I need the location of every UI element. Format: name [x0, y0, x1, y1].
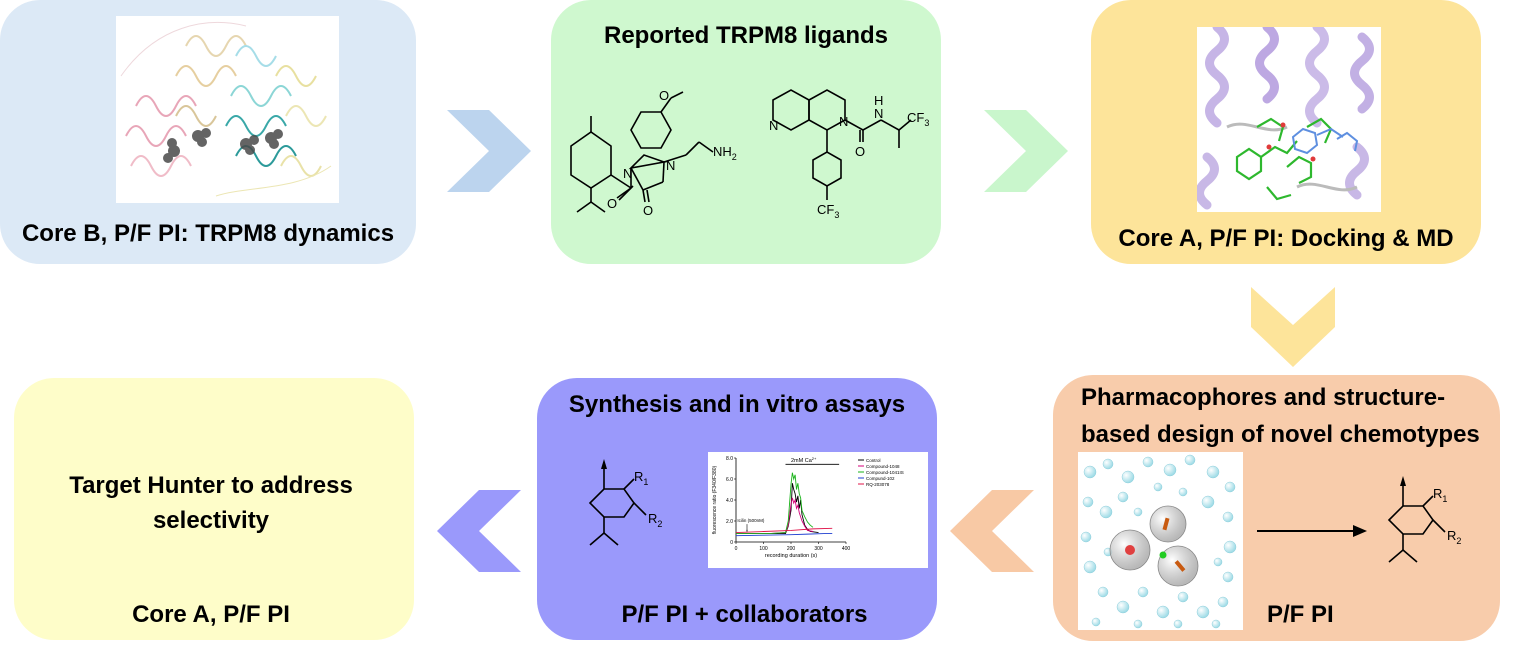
atom-h: H [874, 93, 883, 108]
reaction-arrow-icon [1257, 525, 1367, 537]
pharmacophore-model-image [1078, 452, 1243, 630]
chart-y-tick-label: 0 [730, 540, 733, 546]
chart-y-tick-label: 8.0 [726, 456, 733, 462]
step-box-ligands: Reported TRPM8 ligands [551, 0, 941, 264]
synthesis-footer: P/F PI + collaborators [621, 601, 868, 628]
chart-series-line [736, 483, 819, 535]
atom-o-amide: O [855, 144, 865, 159]
chart-x-axis-label: recording duration (s) [765, 553, 817, 559]
chart-series-line [735, 533, 833, 537]
docking-label: Core A, P/F PI: Docking & MD [1118, 225, 1454, 252]
arrow-down-icon [1251, 287, 1335, 367]
atom-n-ring: N [666, 158, 675, 173]
chart-y-tick-label: 2.0 [726, 519, 733, 525]
chart-icilin-annotation: Icilin (500nM) [737, 518, 765, 523]
pharmacophores-title-line2: based design of novel chemotypes [1081, 421, 1480, 448]
step-box-docking: Core A, P/F PI: Docking & MD [1091, 0, 1481, 264]
pharmacophores-title-line1: Pharmacophores and structure- [1081, 384, 1446, 411]
chart-legend-label: RQ-203078 [866, 482, 890, 487]
chart-x-tick-label: 100 [759, 546, 768, 552]
chart-legend-label: Compound-1041IS [866, 470, 904, 475]
target-hunter-footer: Core A, P/F PI [132, 601, 290, 628]
calcium-assay-chart: 0 2.0 4.0 6.0 8.0 0 100 200 300 400 recording dura… [708, 452, 928, 568]
step-box-target-hunter: Target Hunter to address selectivity Cor… [14, 378, 414, 640]
atom-cf3-bottom: CF3 [817, 202, 839, 220]
r1-label: R1 [1433, 486, 1447, 504]
chart-series-line [736, 472, 814, 535]
arrow-right-icon [984, 110, 1068, 192]
atom-n-amide: N [623, 166, 632, 181]
arrow-right-icon [447, 110, 531, 192]
target-hunter-title-line2: selectivity [152, 507, 270, 534]
r2-label: R2 [648, 511, 662, 529]
novel-chemotype-structure: R1 R2 [1387, 476, 1461, 563]
chart-legend-label: Compund-102 [866, 476, 895, 481]
trpm8-structure-image [116, 16, 339, 203]
synthesis-title: Synthesis and in vitro assays [568, 391, 906, 418]
chart-x-tick-label: 400 [842, 546, 851, 552]
atom-o-urea: O [643, 203, 653, 218]
chart-x-tick-label: 0 [735, 546, 738, 552]
atom-n-piperidine: N [839, 114, 848, 129]
chart-x-tick-label: 200 [787, 546, 796, 552]
step-box-dynamics: Core B, P/F PI: TRPM8 dynamics [0, 0, 416, 264]
chart-legend-label: Control [866, 458, 881, 463]
chart-icilin-arrowhead [746, 529, 748, 533]
chart-y-tick-label: 4.0 [726, 498, 733, 504]
arrow-left-icon [437, 490, 521, 572]
pharmacophores-footer: P/F PI [1267, 601, 1334, 628]
chart-x-tick-label: 300 [814, 546, 823, 552]
atom-n-amide-2: N [874, 106, 883, 121]
step-box-pharmacophores: Pharmacophores and structure- based desi… [1053, 375, 1500, 641]
chart-series-line [735, 527, 833, 533]
ligand-structures: O N N O O NH2 N N N H O CF3 CF3 [570, 88, 929, 220]
dynamics-label: Core B, P/F PI: TRPM8 dynamics [21, 220, 395, 247]
atom-o-methoxy: O [659, 88, 669, 103]
synthesis-chemotype-structure: R1 R2 [588, 459, 662, 546]
step-box-synthesis: Synthesis and in vitro assays R1 R2 0 2.0… [537, 378, 937, 640]
arrow-left-icon [950, 490, 1034, 572]
chart-legend-label: Compound-1048 [866, 464, 900, 469]
chart-calcium-annotation: 2mM Ca2+ [791, 456, 817, 464]
chart-y-tick-label: 6.0 [726, 477, 733, 483]
atom-o-carbonyl: O [607, 196, 617, 211]
ligands-title: Reported TRPM8 ligands [603, 22, 889, 49]
r2-label: R2 [1447, 528, 1461, 546]
docking-structure-image [1197, 27, 1381, 212]
atom-n-pyridine: N [769, 118, 778, 133]
r1-label: R1 [634, 469, 648, 487]
target-hunter-title-line1: Target Hunter to address [69, 472, 353, 499]
chart-y-axis-label: fluorescence ratio (F340/F380) [712, 465, 718, 534]
atom-nh2: NH2 [713, 144, 737, 162]
atom-cf3-top: CF3 [907, 110, 929, 128]
